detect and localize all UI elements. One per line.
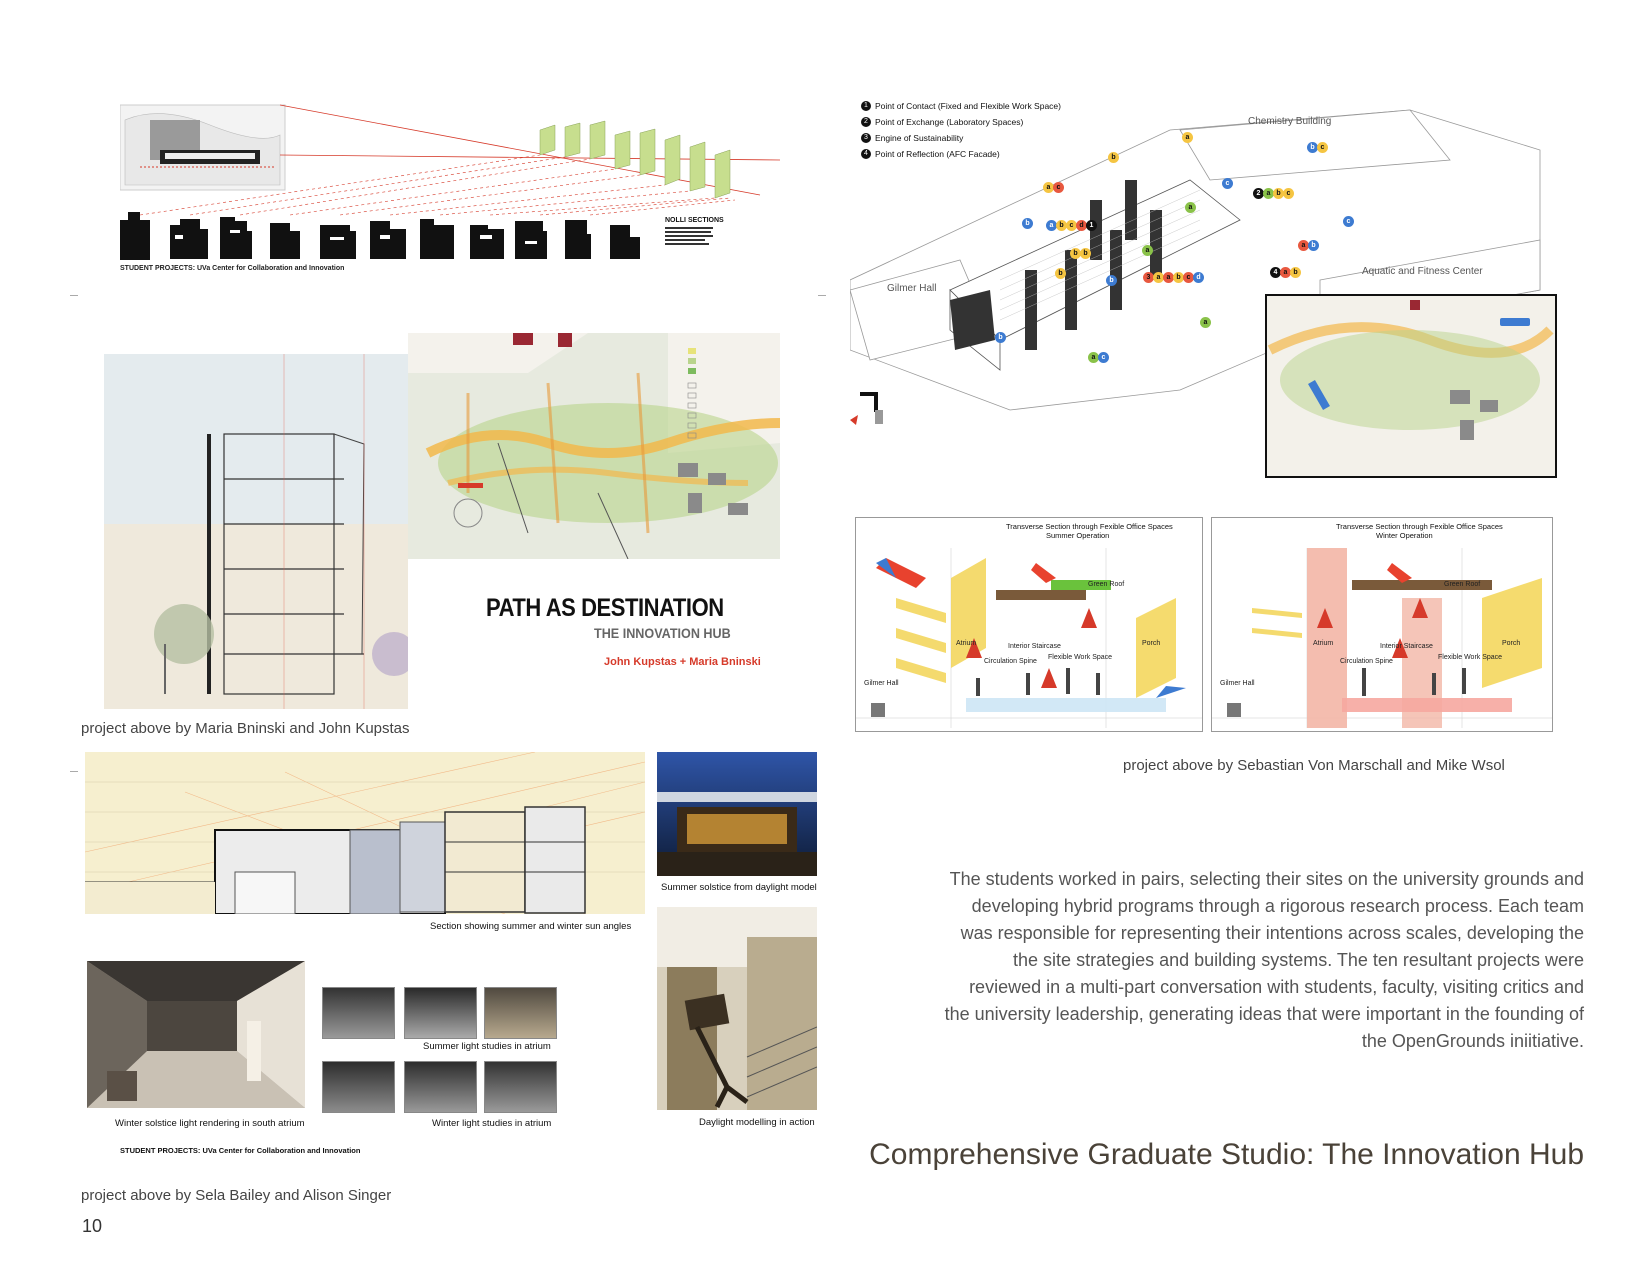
legend-number: 3 xyxy=(861,133,871,143)
legend-number: 1 xyxy=(861,101,871,111)
summer-section: Transverse Section through Fexible Offic… xyxy=(855,517,1203,732)
summer-stair: Interior Staircase xyxy=(1008,643,1061,650)
summer-porch: Porch xyxy=(1142,640,1161,647)
summer-gilmer: Gilmer Hall xyxy=(864,680,899,687)
axon-legend-3: 3 Engine of Sustainability xyxy=(861,133,963,143)
winter-atrium: Atrium xyxy=(1313,640,1334,647)
sun-section-svg xyxy=(85,752,645,914)
summer-model-svg xyxy=(657,752,817,876)
bottom-credit: project above by Sela Bailey and Alison … xyxy=(81,1187,392,1204)
summer-studies-caption: Summer light studies in atrium xyxy=(423,1041,551,1052)
page-number: 10 xyxy=(82,1216,103,1236)
footer-title: Comprehensive Graduate Studio: The Innov… xyxy=(869,1138,1584,1171)
path-section-drawing xyxy=(104,354,408,709)
path-authors: John Kupstas + Maria Bninski xyxy=(604,656,761,668)
winter-stair: Interior Staircase xyxy=(1380,643,1433,650)
nolli-panel: NOLLI SECTIONS STUDENT PROJECTS: UVa Cen… xyxy=(119,95,790,290)
gutter-mark xyxy=(818,295,826,296)
legend-number: 4 xyxy=(861,149,871,159)
gutter-mark xyxy=(70,295,78,296)
path-subtitle: THE INNOVATION HUB xyxy=(594,625,731,641)
winter-green-roof: Green Roof xyxy=(1444,581,1481,588)
summer-circulation: Circulation Spine xyxy=(984,658,1037,665)
summer-model-photo xyxy=(657,752,817,876)
winter-studies-caption: Winter light studies in atrium xyxy=(432,1118,552,1129)
winter-section-svg xyxy=(1212,548,1552,728)
body-paragraph: The students worked in pairs, selecting … xyxy=(944,869,1584,1051)
sun-section-drawing xyxy=(85,752,645,914)
axon-legend-4: 4 Point of Reflection (AFC Facade) xyxy=(861,149,1000,159)
winter-porch: Porch xyxy=(1502,640,1521,647)
winter-subtitle: Winter Operation xyxy=(1376,531,1433,540)
winter-flex: Flexible Work Space xyxy=(1438,654,1503,661)
sun-section-caption: Section showing summer and winter sun an… xyxy=(430,921,632,932)
summer-model-caption: Summer solstice from daylight model xyxy=(661,882,817,893)
winter-study-3 xyxy=(484,1061,557,1113)
winter-render-photo xyxy=(87,961,305,1108)
summer-subtitle: Summer Operation xyxy=(1046,531,1110,540)
summer-atrium: Atrium xyxy=(956,640,977,647)
nolli-drawing xyxy=(119,104,781,260)
daylight-photo xyxy=(657,907,817,1110)
summer-study-1 xyxy=(322,987,395,1039)
winter-section: Transverse Section through Fexible Offic… xyxy=(1211,517,1553,732)
legend-label: Point of Contact (Fixed and Flexible Wor… xyxy=(875,101,1061,111)
sections-credit: project above by Sebastian Von Marschall… xyxy=(1123,757,1505,774)
winter-gilmer: Gilmer Hall xyxy=(1220,680,1255,687)
legend-label: Engine of Sustainability xyxy=(875,133,964,143)
winter-study-1 xyxy=(322,1061,395,1113)
path-credit: project above by Maria Bninski and John … xyxy=(81,720,410,737)
winter-render-svg xyxy=(87,961,305,1108)
nolli-title: NOLLI SECTIONS xyxy=(665,217,724,224)
path-title: PATH AS DESTINATION xyxy=(486,594,724,622)
winter-title: Transverse Section through Fexible Offic… xyxy=(1336,522,1503,531)
winter-study-2 xyxy=(404,1061,477,1113)
path-section-svg xyxy=(104,354,408,709)
daylight-caption: Daylight modelling in action xyxy=(699,1117,815,1128)
summer-flex: Flexible Work Space xyxy=(1048,654,1113,661)
daylight-svg xyxy=(657,907,817,1110)
winter-circulation: Circulation Spine xyxy=(1340,658,1393,665)
legend-label: Point of Reflection (AFC Facade) xyxy=(875,149,1000,159)
chemistry-label: Chemistry Building xyxy=(1248,116,1332,127)
axon-legend-1: 1 Point of Contact (Fixed and Flexible Wo… xyxy=(861,101,1061,111)
gilmer-label: Gilmer Hall xyxy=(887,283,937,294)
summer-title: Transverse Section through Fexible Offic… xyxy=(1006,522,1173,531)
summer-study-3 xyxy=(484,987,557,1039)
legend-number: 2 xyxy=(861,117,871,127)
axon-legend-2: 2 Point of Exchange (Laboratory Spaces) xyxy=(861,117,1023,127)
path-site-plan xyxy=(408,333,780,559)
gutter-mark xyxy=(70,771,78,772)
axon-panel: a b b c a c c 2 a b c a b a b c d 1 c b … xyxy=(849,90,1570,480)
nolli-header: STUDENT PROJECTS: UVa Center for Collabo… xyxy=(120,265,345,272)
path-map-svg xyxy=(408,333,780,559)
winter-render-caption: Winter solstice light rendering in south… xyxy=(115,1118,305,1129)
summer-green-roof: Green Roof xyxy=(1088,581,1125,588)
legend-label: Point of Exchange (Laboratory Spaces) xyxy=(875,117,1024,127)
summer-section-svg xyxy=(856,548,1202,728)
aquatic-label: Aquatic and Fitness Center xyxy=(1362,266,1483,277)
bottom-header: STUDENT PROJECTS: UVa Center for Collabo… xyxy=(120,1146,361,1155)
summer-study-2 xyxy=(404,987,477,1039)
axon-svg xyxy=(849,109,1557,478)
